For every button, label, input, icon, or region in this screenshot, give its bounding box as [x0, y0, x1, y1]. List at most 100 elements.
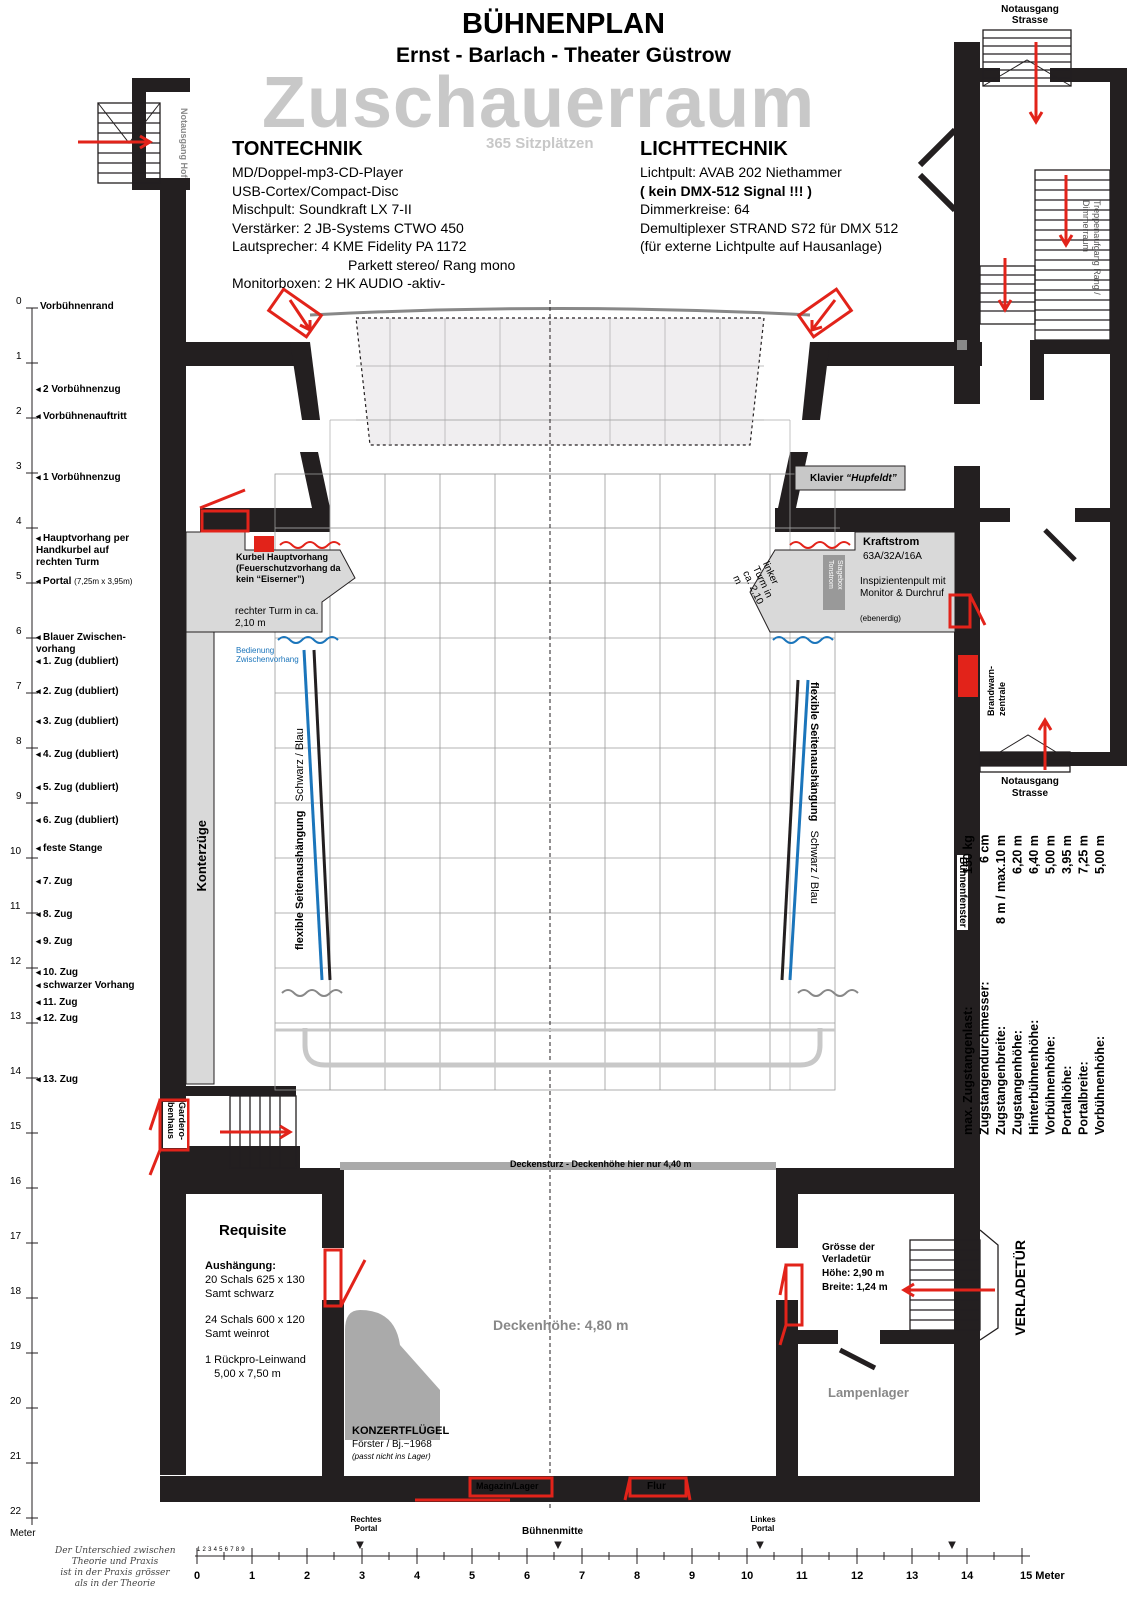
spec-label: Zugstangenbreite: [994, 1025, 1008, 1135]
spec-label: Vorbühnenhöhe: [1043, 1035, 1058, 1135]
aushaengung-line: 5,00 x 7,50 m [205, 1367, 281, 1380]
lichttechnik-line: Demultiplexer STRAND S72 für DMX 512 [640, 219, 899, 236]
lichttechnik-line: (für externe Lichtpulte auf Hausanlage) [640, 238, 883, 254]
zug-arrow-icon: ◂ [36, 815, 44, 826]
zug-arrow-icon: ◂ [36, 655, 44, 666]
horizontal-unit: 15 Meter [1020, 1570, 1065, 1582]
tontechnik-line: Lautsprecher: 4 KME Fidelity PA 1172 [232, 238, 467, 254]
spec-value: 6,20 m [1010, 835, 1025, 874]
zug-marker: ◂ 13. Zug [36, 1074, 78, 1085]
zug-marker: ◂ feste Stange [36, 843, 103, 854]
zug-arrow-icon: ◂ [36, 966, 44, 977]
zug-label: 3. Zug (dubliert) [43, 716, 119, 728]
bedienung-label: Bedienung Zwischenvorhang [236, 646, 299, 664]
verladetuer-hoehe: Höhe: 2,90 m [822, 1268, 885, 1279]
stagebox-label: Stagebox Tonstrom [827, 560, 843, 590]
spec-value: 7,25 m [1076, 835, 1091, 874]
zug-marker: ◂ 2. Zug (dubliert) [36, 686, 119, 697]
zug-marker: ◂ 4. Zug (dubliert) [36, 749, 119, 760]
zug-label: 12. Zug [43, 1013, 79, 1025]
aushaengung-line: Samt weinrot [205, 1327, 270, 1340]
buehnenfenster-label: Bühnenfenster [957, 855, 968, 930]
grey-areas [185, 465, 956, 1440]
aushaengung-line [205, 1301, 306, 1314]
zug-arrow-icon: ◂ [36, 576, 44, 586]
fluegel-note: (passt nicht ins Lager) [352, 1452, 431, 1461]
side-hanging-left-label: flexible Seitenaushängung Schwarz / Blau [294, 660, 306, 950]
zug-label: Blauer Zwischen-vorhang [36, 632, 126, 655]
zug-label: 7. Zug [43, 875, 73, 887]
tontechnik-line: USB-Cortex/Compact-Disc [232, 182, 399, 199]
tontechnik-line: Verstärker: 2 JB-Systems CTWO 450 [232, 219, 464, 236]
spec-label: Portalhöhe: [1060, 1065, 1074, 1135]
zug-label: 10. Zug [43, 966, 79, 978]
ebenerdig-label: (ebenerdig) [860, 614, 901, 623]
zug-marker: ◂ 2 Vorbühnenzug [36, 384, 121, 395]
zug-arrow-icon: ◂ [36, 686, 44, 696]
side-hanging-right-label: flexible Seitenaushängung Schwarz / Blau [808, 682, 820, 972]
vertical-tick-label: 10 [10, 846, 22, 857]
aushaengung-list: 20 Schals 625 x 130 Samt schwarz 24 Scha… [205, 1274, 306, 1381]
zug-arrow-icon: ◂ [36, 716, 44, 727]
aushaengung-line: Samt schwarz [205, 1287, 275, 1300]
horizontal-tick-label: 2 [304, 1570, 311, 1582]
horizontal-tick-label: 13 [906, 1570, 919, 1582]
vertical-tick-label: 4 [16, 516, 22, 527]
zug-label: Hauptvorhang per Handkurbel auf rechten … [36, 533, 130, 568]
zug-marker: ◂ schwarzer Vorhang [36, 980, 135, 991]
zug-label: 1. Zug (dubliert) [43, 655, 119, 667]
spec-value: 3,95 m [1060, 835, 1074, 874]
requisite-label: Requisite [219, 1222, 287, 1239]
zug-marker: ◂ 5. Zug (dubliert) [36, 782, 119, 793]
magazin-label: Magazin/Lager [476, 1481, 539, 1491]
vertical-scale [26, 307, 38, 1525]
zug-label: 2. Zug (dubliert) [43, 686, 119, 697]
specs-rotated: max. Zugstangenlast:150 kg Zugstangendur… [960, 835, 1110, 1135]
tontechnik-line: Parkett stereo/ Rang mono [348, 256, 516, 273]
zug-suffix: (7,25m x 3,95m) [74, 577, 133, 586]
horizontal-tick-label: 8 [634, 1570, 641, 1582]
seat-count: 365 Sitzplätzen [486, 135, 594, 152]
zug-marker: Vorbühnenrand [40, 301, 114, 312]
zug-marker: ◂ 12. Zug [36, 1013, 78, 1024]
zug-label: feste Stange [43, 842, 103, 854]
zug-marker: ◂ Hauptvorhang per Handkurbel auf rechte… [36, 532, 144, 569]
fine-ticks: 123456789 [197, 1547, 247, 1553]
aushaengung-line: 1 Rückpro-Leinwand [205, 1354, 306, 1366]
forestage [275, 307, 840, 1090]
zug-marker: ◂ 10. Zug [36, 967, 78, 978]
spec-label: Portalbreite: [1076, 1061, 1091, 1135]
auditorium-watermark: Zuschauerraum [262, 63, 816, 143]
zug-arrow-icon: ◂ [36, 908, 44, 919]
vertical-tick-label: 0 [16, 296, 22, 307]
stair-rang-label: Treppenaufgang Rang / Dimmerraum [1081, 200, 1102, 295]
theater-name: Ernst - Barlach - Theater Güstrow [396, 44, 731, 67]
stage-grid [274, 473, 836, 1091]
spec-value: 8 m / max.10 m [994, 835, 1008, 924]
exit-strasse-right-label: Notausgang Strasse [1001, 776, 1059, 799]
quote-line: ist in der Praxis grösser [60, 1568, 170, 1578]
vertical-tick-label: 9 [16, 791, 22, 802]
zug-arrow-icon: ◂ [36, 533, 44, 543]
tontechnik-heading: TONTECHNIK [232, 138, 363, 160]
plan-title: BÜHNENPLAN [462, 8, 665, 40]
exit-hof-label: Notausgang Hof [179, 108, 189, 178]
rechter-turm-label: rechter Turm in ca. 2,10 m [235, 606, 319, 629]
lichttechnik-list: Lichtpult: AVAB 202 Niethammer ( kein DM… [640, 163, 898, 256]
zug-arrow-icon: ◂ [36, 749, 44, 760]
zug-marker: ◂ 1. Zug (dubliert) [36, 656, 119, 667]
horizontal-tick-label: 14 [961, 1570, 974, 1582]
tontechnik-line: Monitorboxen: 2 HK AUDIO -aktiv- [232, 275, 446, 291]
quote: Der Unterschied zwischen Theorie und Pra… [55, 1546, 176, 1590]
lichttechnik-line: Dimmerkreise: 64 [640, 201, 750, 217]
vertical-tick-label: 21 [10, 1451, 22, 1462]
garderobe-label: Gardero-benhaus [163, 1102, 187, 1148]
spec-label: max. Zugstangenlast: [961, 1006, 975, 1136]
horizontal-scale [195, 1541, 1030, 1564]
brandwarn-label: Brandwarn-zentrale [986, 665, 1007, 716]
side-hanging-right-colors: Schwarz / Blau [808, 830, 820, 904]
specs-block: max. Zugstangenlast:150 kg Zugstangendur… [960, 835, 1110, 1135]
zug-label: 8. Zug [43, 908, 73, 920]
zug-label: 2 Vorbühnenzug [43, 383, 121, 395]
zug-arrow-icon: ◂ [36, 782, 44, 793]
